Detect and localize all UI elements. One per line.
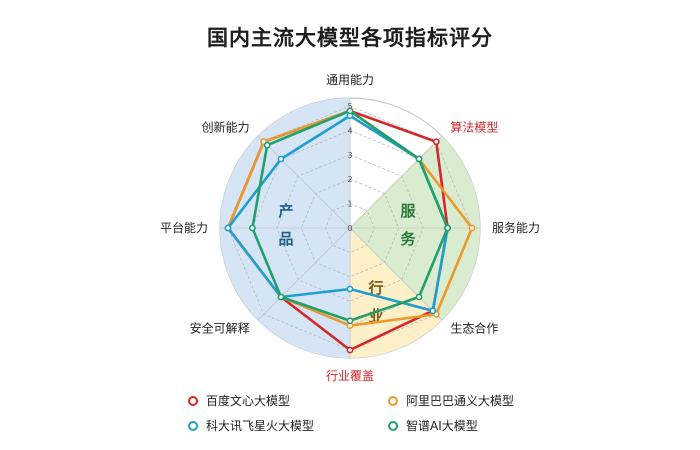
data-point [468, 224, 476, 232]
tick-label: 3 [347, 151, 352, 160]
chart-legend: 百度文心大模型 阿里巴巴通义大模型 科大讯飞星火大模型 智谱AI大模型 [188, 392, 528, 434]
data-point [263, 141, 271, 149]
tick-label: 5 [347, 102, 352, 111]
group-label-product: 品 [278, 230, 293, 248]
data-point [444, 224, 451, 232]
chart-title: 国内主流大模型各项指标评分 [207, 26, 493, 50]
legend-label: 阿里巴巴通义大模型 [406, 394, 515, 408]
legend-item[interactable]: 智谱AI大模型 [388, 417, 528, 434]
legend-label: 科大讯飞星火大模型 [206, 419, 315, 433]
legend-swatch [388, 420, 398, 431]
legend-label: 智谱AI大模型 [406, 419, 478, 433]
legend-label: 百度文心大模型 [206, 394, 291, 408]
tick-label: 1 [347, 200, 352, 209]
tick-label: 0 [347, 224, 352, 233]
axis-label: 通用能力 [326, 73, 374, 87]
legend-swatch [188, 420, 198, 431]
group-label-service: 务 [400, 230, 416, 248]
data-point [277, 155, 285, 163]
axis-label: 服务能力 [492, 220, 540, 235]
axis-label: 生态合作 [450, 320, 498, 335]
data-point [415, 155, 423, 163]
legend-swatch [188, 395, 198, 406]
axis-spoke [349, 135, 443, 229]
legend-item[interactable]: 阿里巴巴通义大模型 [388, 392, 528, 409]
axis-label: 行业覆盖 [326, 369, 374, 383]
data-point [346, 285, 354, 293]
data-point [277, 293, 285, 301]
tick-label: 4 [347, 126, 352, 135]
axis-label: 安全可解释 [190, 320, 250, 335]
group-label-product: 产 [278, 202, 293, 220]
tick-label: 2 [347, 175, 352, 184]
data-point [432, 138, 440, 146]
data-point [346, 346, 354, 354]
data-point [346, 107, 354, 115]
axis-label: 平台能力 [160, 220, 208, 235]
data-point [248, 224, 256, 232]
data-point [224, 224, 232, 232]
data-point [429, 307, 437, 315]
axis-spoke [257, 227, 351, 321]
axis-spoke [257, 135, 351, 229]
axis-spoke [349, 227, 443, 321]
axis-label: 创新能力 [202, 120, 250, 135]
legend-swatch [388, 395, 398, 406]
data-point [415, 293, 423, 301]
legend-item[interactable]: 百度文心大模型 [188, 392, 388, 409]
sector-industry [350, 228, 442, 358]
legend-item[interactable]: 科大讯飞星火大模型 [188, 417, 388, 434]
data-point [346, 317, 354, 325]
grid-ring [251, 129, 449, 327]
group-label-service: 服 [400, 202, 416, 220]
group-label-industry: 行 [367, 279, 383, 297]
axis-label: 算法模型 [450, 120, 498, 135]
